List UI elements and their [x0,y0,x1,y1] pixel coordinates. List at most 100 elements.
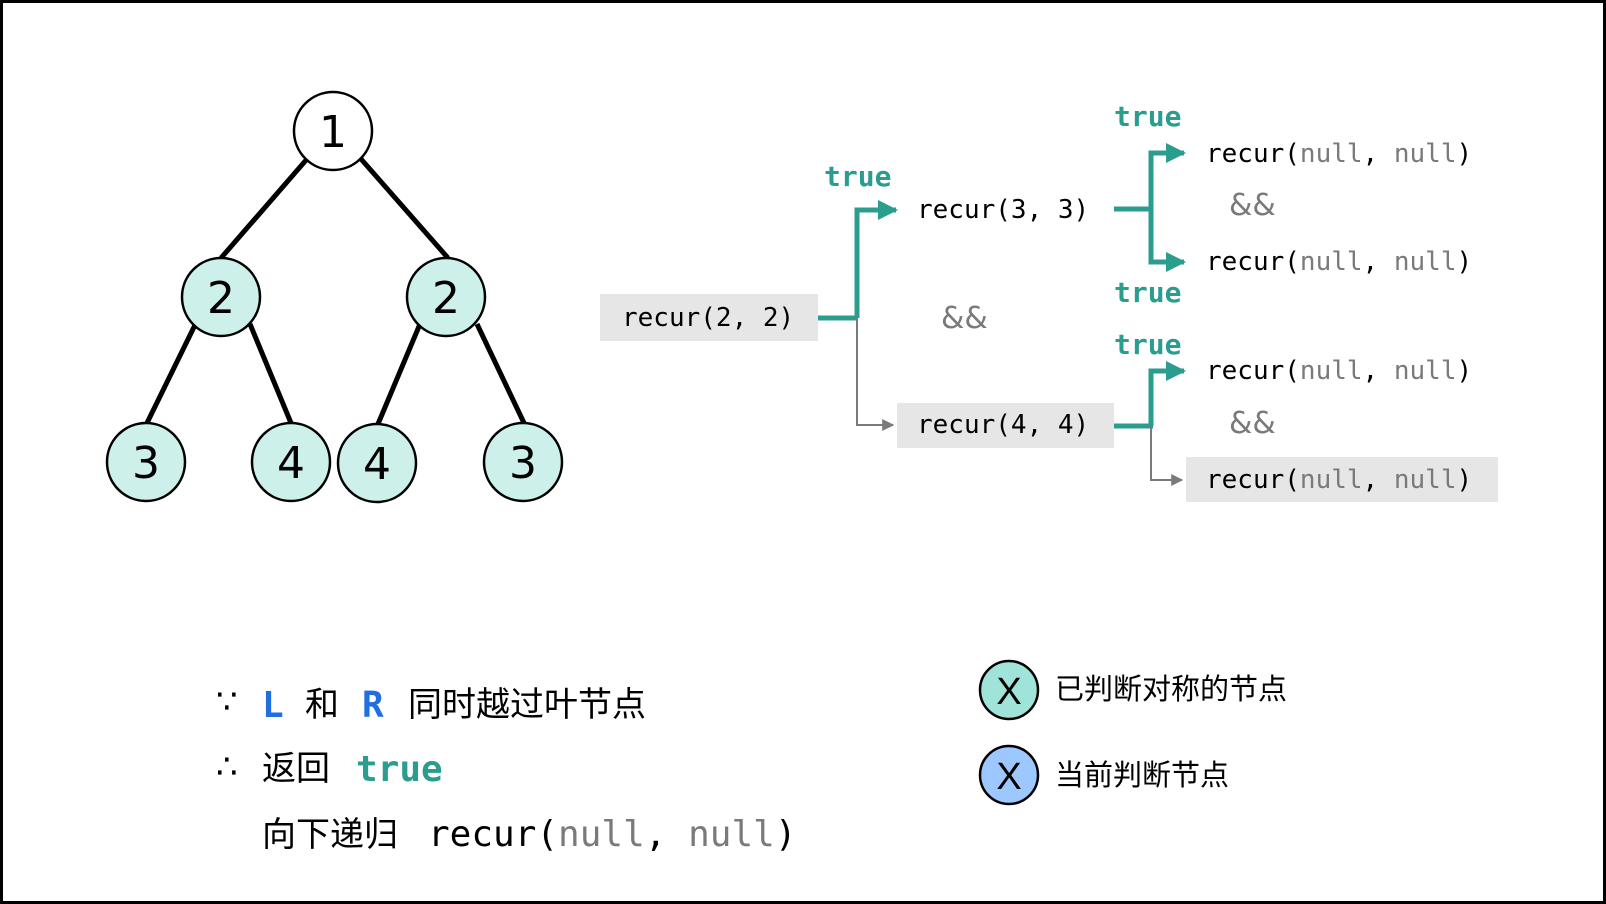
and-operator: && [1229,188,1276,223]
call-sep: , [1363,356,1394,386]
tree-edge [247,323,294,424]
result-true-label: true [824,160,891,193]
tree-node-left: 2 [180,256,262,338]
call-text: recur(4, 4) [917,410,1089,440]
call-fn: recur( [1206,139,1300,169]
call-fn: recur( [622,303,716,333]
call-fn: recur( [917,410,1011,440]
true-arrow [1148,209,1186,272]
true-arrow [1148,361,1186,426]
and-operator: && [1229,406,1276,441]
return-text: 返回 [262,749,330,789]
legend-item-current: X 当前判断节点 [978,744,1229,806]
legend-label: 当前判断节点 [1055,758,1229,792]
call-null: recur(null, null) [1206,247,1472,277]
left-pointer-label: L [262,685,284,726]
call-arg: null [1394,356,1457,386]
true-arrow [1148,143,1186,209]
tree-node-right-left: 4 [336,422,418,504]
pending-arrow [1150,426,1184,486]
tree-node-root: 1 [292,90,374,172]
result-true-label: true [1114,276,1181,309]
legend-swatch-judged [978,659,1040,721]
call-box-right: recur(4, 4) [897,403,1114,448]
and-operator: && [941,301,988,336]
tree-edges [144,157,527,425]
node-label: 4 [363,439,391,490]
call-args: 4, 4 [1011,410,1074,440]
call-close: ) [1456,247,1472,277]
therefore-symbol: ∴ [216,747,238,787]
return-value: true [356,749,443,790]
legend-item-judged: X 已判断对称的节点 [978,659,1287,721]
tree-edge [144,323,198,425]
call-sep: , [1363,465,1394,495]
call-close: ) [1074,195,1090,225]
call-close: ) [779,303,795,333]
node-label: 2 [432,273,460,324]
true-arrow [854,200,898,318]
call-sep: , [1363,247,1394,277]
node-label: 3 [509,438,537,489]
explanation-notes: ∵ L 和 R 同时越过叶节点 ∴ 返回 true 向下递归 recur(nul… [216,682,797,855]
node-label: 1 [319,107,347,158]
call-arg: null [1300,465,1363,495]
node-label: 2 [207,273,235,324]
tree-edge [375,323,423,425]
call-arg: null [1300,139,1363,169]
result-true-label: true [1114,328,1181,361]
call-close: ) [1074,410,1090,440]
call-close: ) [775,814,797,855]
connector-root [818,200,898,431]
because-symbol: ∵ [216,682,238,722]
node-label: 4 [277,438,305,489]
call-sep: , [1363,139,1394,169]
result-true-label: true [1114,100,1181,133]
call-arg: null [1394,139,1457,169]
legend-symbol: X [996,756,1021,798]
call-arg: null [688,814,775,855]
recurse-text: 向下递归 [262,815,398,855]
tree-node-right: 2 [405,256,487,338]
call-text: recur(2, 2) [622,303,794,333]
call-close: ) [1456,356,1472,386]
tree-node-right-right: 3 [482,421,564,503]
and-word: 和 [305,685,339,725]
tree-edge [359,157,450,260]
tree-edge [219,157,309,260]
call-close: ) [1456,139,1472,169]
call-arg: null [1300,356,1363,386]
call-sep: , [645,814,688,855]
legend-symbol: X [996,671,1021,713]
call-arg: null [558,814,645,855]
legend: X 已判断对称的节点 X 当前判断节点 [978,659,1287,806]
call-null: recur(null, null) [1206,139,1472,169]
tree-node-left-left: 3 [105,421,187,503]
call-fn: recur( [1206,247,1300,277]
condition-text: 同时越过叶节点 [408,685,646,725]
call-null: recur(null, null) [1206,465,1472,495]
right-pointer-label: R [362,685,384,726]
connector-right [1114,361,1186,486]
tree-node-left-right: 4 [250,421,332,503]
call-null: recur(null, null) [1206,356,1472,386]
call-fn: recur( [917,195,1011,225]
call-args: 2, 2 [716,303,779,333]
call-box-current: recur(null, null) [1186,457,1498,502]
call-close: ) [1456,465,1472,495]
call-args: 3, 3 [1011,195,1074,225]
call-arg: null [1394,465,1457,495]
call-fn: recur( [428,814,558,855]
connector-left [1114,143,1186,272]
recurse-call: recur(null, null) [428,814,797,855]
call-arg: null [1300,247,1363,277]
legend-swatch-current [978,744,1040,806]
node-label: 3 [132,438,160,489]
call-left: recur(3, 3) [917,195,1089,225]
call-fn: recur( [1206,465,1300,495]
pending-arrow [856,318,895,431]
call-arg: null [1394,247,1457,277]
call-fn: recur( [1206,356,1300,386]
